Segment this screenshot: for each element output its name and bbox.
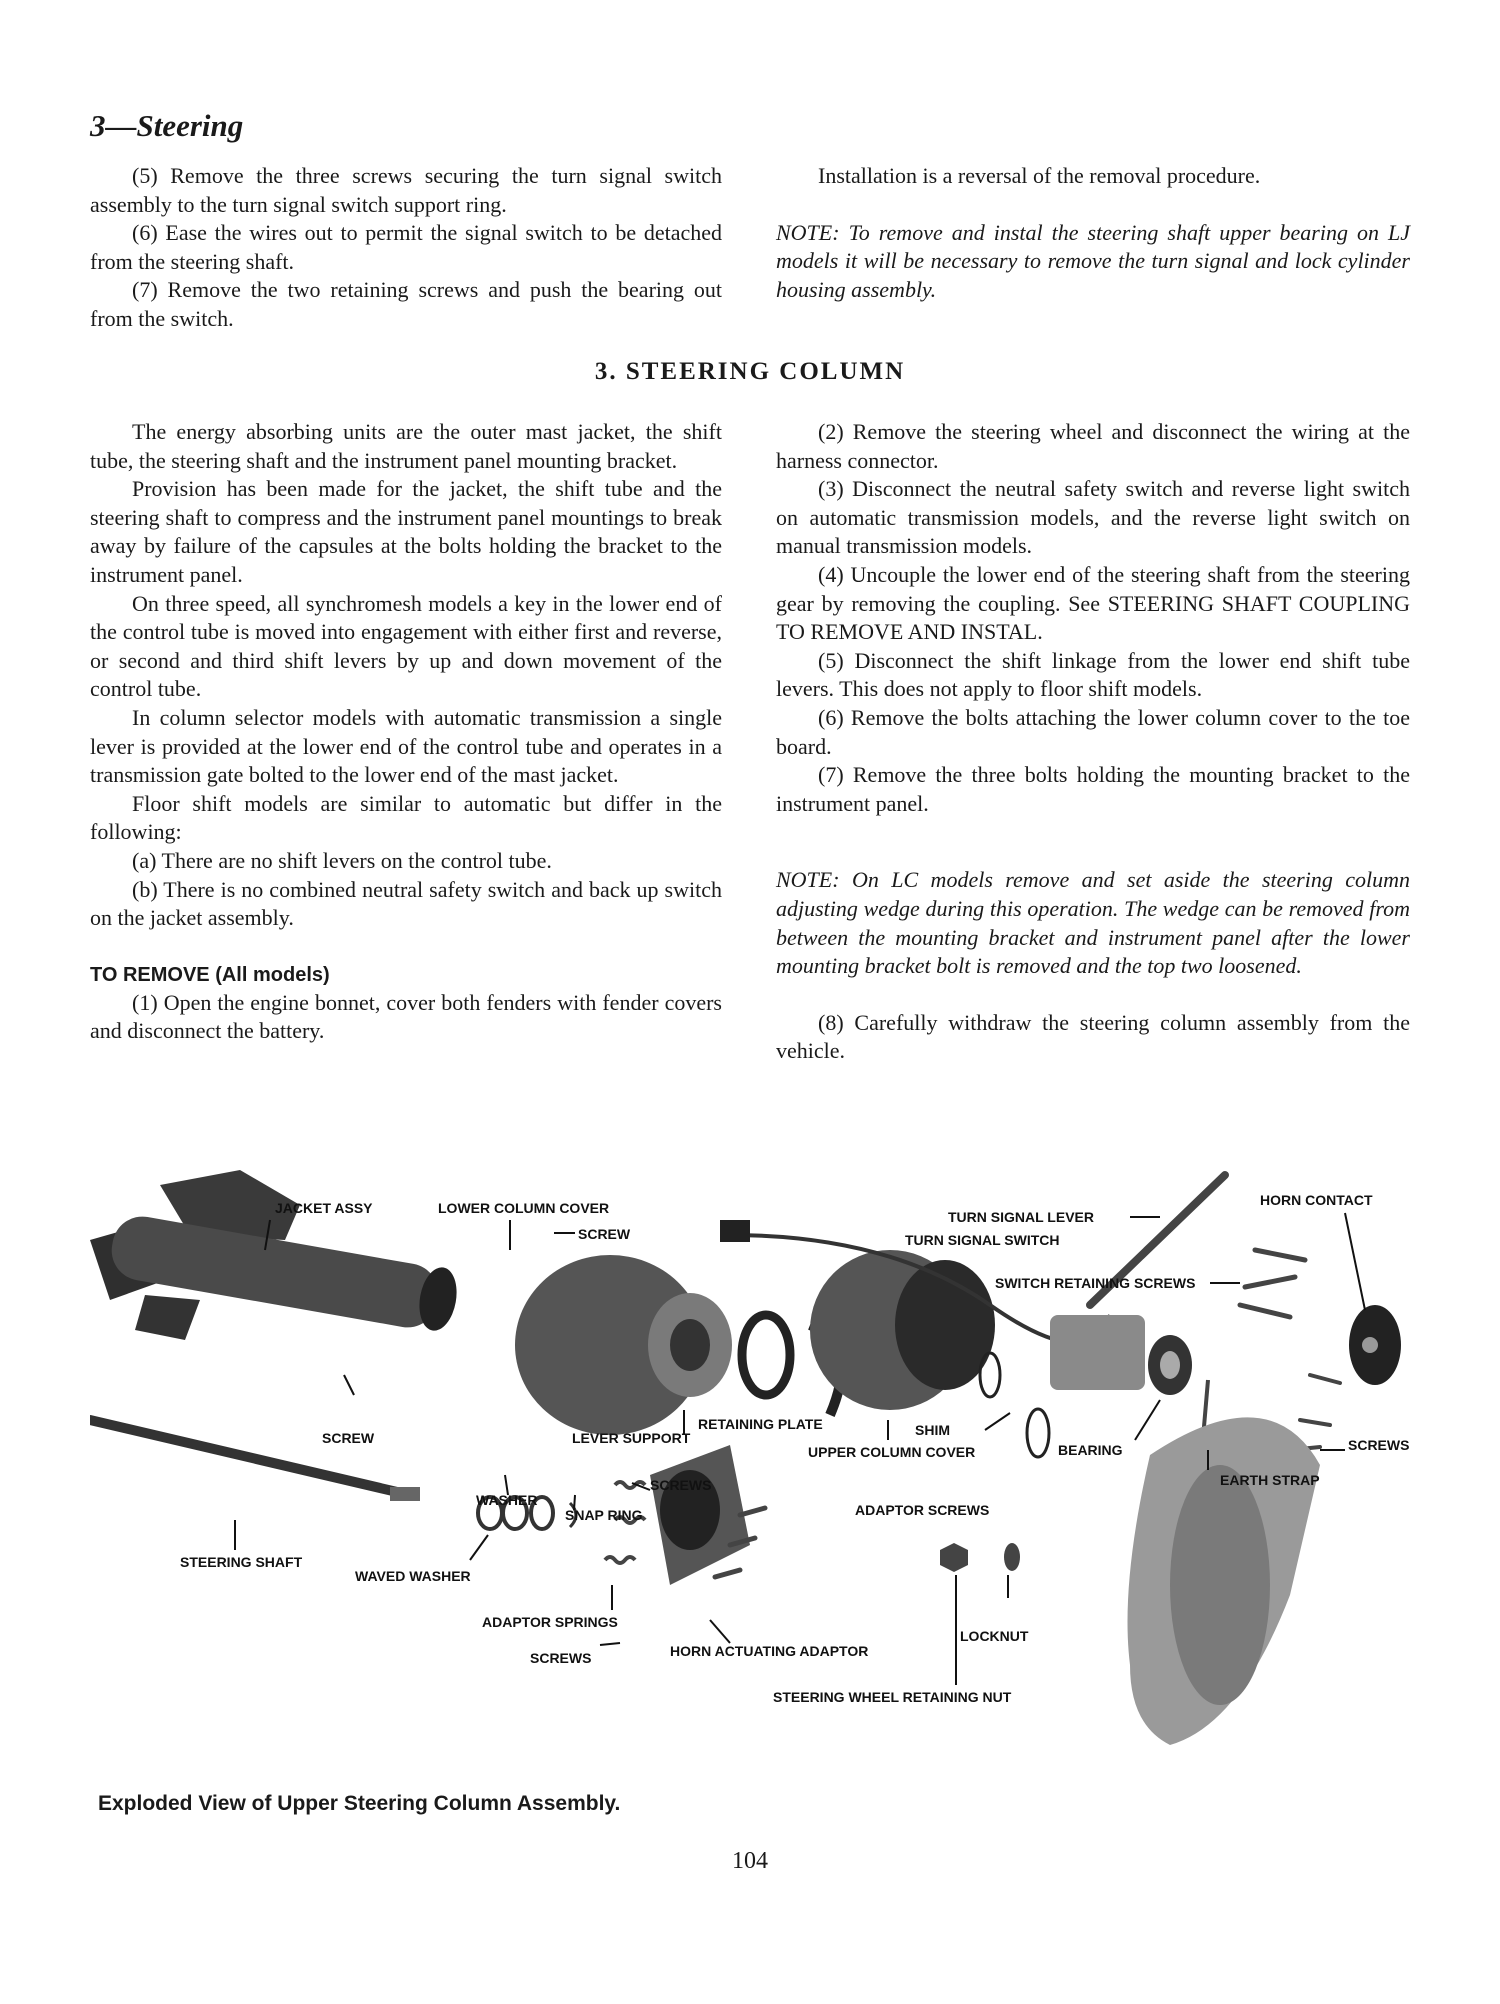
label-screws: SCREWS xyxy=(650,1477,711,1493)
label-lever-support: LEVER SUPPORT xyxy=(572,1430,691,1446)
paragraph: (2) Remove the steering wheel and discon… xyxy=(776,419,1410,473)
paragraph: (6) Ease the wires out to permit the sig… xyxy=(90,220,722,274)
label-steering-wheel-retaining-nut: STEERING WHEEL RETAINING NUT xyxy=(773,1689,1012,1705)
label-horn-contact: HORN CONTACT xyxy=(1260,1192,1373,1208)
paragraph: In column selector models with automatic… xyxy=(90,704,722,788)
label-screws: SCREWS xyxy=(530,1650,591,1666)
washer-part xyxy=(476,1495,555,1531)
paragraph: (3) Disconnect the neutral safety switch… xyxy=(776,476,1410,559)
label-screws: SCREWS xyxy=(1348,1437,1409,1453)
label-adaptor-springs: ADAPTOR SPRINGS xyxy=(482,1614,618,1630)
jacket-assembly xyxy=(90,1170,457,1340)
adaptor-springs-part xyxy=(603,1480,647,1565)
paragraph: (7) Remove the three bolts holding the m… xyxy=(776,762,1410,816)
bearing-part xyxy=(1160,1351,1180,1379)
exploded-view-diagram: JACKET ASSY LOWER COLUMN COVER SCREW TUR… xyxy=(90,1170,1409,1745)
paragraph: The energy absorbing units are the outer… xyxy=(90,419,722,473)
note: NOTE: To remove and instal the steering … xyxy=(776,219,1410,302)
label-turn-signal-switch: TURN SIGNAL SWITCH xyxy=(905,1232,1060,1248)
locknut-part xyxy=(1004,1543,1020,1571)
page-number: 104 xyxy=(732,1848,768,1874)
horn-actuating-adaptor-part xyxy=(650,1445,750,1585)
shim-part xyxy=(978,1351,1002,1399)
paragraph: (7) Remove the two retaining screws and … xyxy=(90,277,722,331)
top-left-column: (5) Remove the three screws securing the… xyxy=(90,162,722,334)
steering-wheel-retaining-nut-part xyxy=(940,1543,968,1572)
steering-shaft-part xyxy=(390,1487,420,1501)
paragraph: (6) Remove the bolts attaching the lower… xyxy=(776,704,1410,759)
subheading: TO REMOVE (All models) xyxy=(90,963,330,986)
spacer xyxy=(90,933,722,961)
label-retaining-plate: RETAINING PLATE xyxy=(698,1416,823,1432)
paragraph: Installation is a reversal of the remova… xyxy=(818,163,1261,188)
harness-connector xyxy=(720,1220,750,1242)
paragraph: (4) Uncouple the lower end of the steeri… xyxy=(776,561,1410,645)
adaptor-screws-part xyxy=(712,1505,768,1580)
label-upper-column-cover: UPPER COLUMN COVER xyxy=(808,1444,975,1460)
paragraph: (b) There is no combined neutral safety … xyxy=(90,876,722,931)
label-snap-ring: SNAP RING xyxy=(565,1507,643,1523)
spacer xyxy=(776,818,1410,866)
label-steering-shaft: STEERING SHAFT xyxy=(180,1554,303,1570)
figure-caption: Exploded View of Upper Steering Column A… xyxy=(98,1792,621,1815)
turn-signal-lever-part xyxy=(1086,1171,1229,1309)
paragraph: (8) Carefully withdraw the steering colu… xyxy=(776,1009,1410,1064)
section-title: 3. STEERING COLUMN xyxy=(594,358,906,385)
label-screw: SCREW xyxy=(578,1226,631,1242)
label-adaptor-screws: ADAPTOR SCREWS xyxy=(855,1502,989,1518)
right-column: (2) Remove the steering wheel and discon… xyxy=(776,418,1410,1066)
steering-shaft-part xyxy=(90,1415,415,1500)
paragraph: Provision has been made for the jacket, … xyxy=(90,476,722,587)
paragraph: (a) There are no shift levers on the con… xyxy=(132,847,552,873)
shim-part xyxy=(1025,1407,1051,1459)
note: NOTE: On LC models remove and set aside … xyxy=(776,867,1410,979)
retaining-plate-part xyxy=(737,1310,795,1400)
label-jacket-assy: JACKET ASSY xyxy=(275,1200,373,1216)
paragraph: On three speed, all synchromesh models a… xyxy=(90,590,722,702)
horn-contact-part xyxy=(1349,1305,1401,1385)
turn-signal-switch-part xyxy=(1050,1315,1145,1390)
label-waved-washer: WAVED WASHER xyxy=(355,1568,471,1584)
label-turn-signal-lever: TURN SIGNAL LEVER xyxy=(948,1209,1094,1225)
switch-retaining-screws-part xyxy=(1237,1247,1308,1320)
label-washer: WASHER xyxy=(476,1492,537,1508)
top-right-column: Installation is a reversal of the remova… xyxy=(776,162,1410,304)
left-column: The energy absorbing units are the outer… xyxy=(90,418,722,1046)
label-switch-retaining-screws: SWITCH RETAINING SCREWS xyxy=(995,1275,1195,1291)
label-horn-actuating-adaptor: HORN ACTUATING ADAPTOR xyxy=(670,1643,868,1659)
label-shim: SHIM xyxy=(915,1422,950,1438)
lower-column-cover xyxy=(515,1255,732,1435)
label-earth-strap: EARTH STRAP xyxy=(1220,1472,1320,1488)
steering-wheel-hub-part xyxy=(1170,1465,1270,1705)
upper-column-cover xyxy=(810,1250,995,1410)
label-lower-column-cover: LOWER COLUMN COVER xyxy=(438,1200,609,1216)
leader-lines xyxy=(234,1212,1366,1685)
snap-ring-part xyxy=(568,1501,578,1529)
spacer xyxy=(776,981,1410,1009)
paragraph: Floor shift models are similar to automa… xyxy=(90,790,722,845)
label-bearing: BEARING xyxy=(1058,1442,1123,1458)
paragraph: (5) Remove the three screws securing the… xyxy=(90,163,722,217)
spacer xyxy=(776,191,1410,219)
label-locknut: LOCKNUT xyxy=(960,1628,1029,1644)
paragraph: (1) Open the engine bonnet, cover both f… xyxy=(90,989,722,1044)
label-screw: SCREW xyxy=(322,1430,375,1446)
paragraph: (5) Disconnect the shift linkage from th… xyxy=(776,647,1410,702)
section-header: 3—Steering xyxy=(90,108,244,143)
